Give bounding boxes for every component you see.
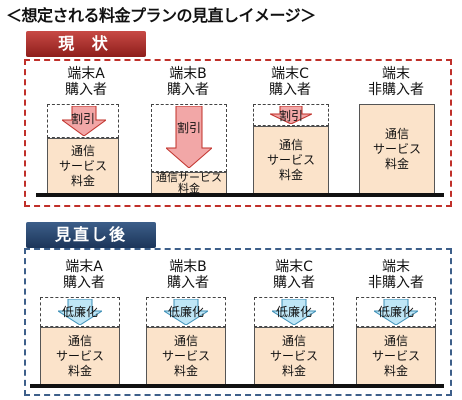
revised-col-b-reduction-arrow bbox=[164, 299, 208, 325]
current-col-a-discount-arrow bbox=[62, 106, 106, 136]
fee-line: 料金 bbox=[384, 156, 409, 171]
revised-col-b-label: 端末B 購入者 bbox=[138, 259, 238, 291]
current-section-frame bbox=[24, 59, 452, 207]
fee-line: 料金 bbox=[70, 173, 95, 188]
fee-line: サービス bbox=[58, 158, 107, 173]
fee-line: 料金 bbox=[67, 363, 92, 378]
revised-col-c-buyer: 購入者 bbox=[273, 275, 315, 291]
revised-col-d-reduction-arrow bbox=[374, 299, 418, 325]
revised-col-c-device: 端末C bbox=[275, 259, 313, 275]
revised-col-a-label: 端末A 購入者 bbox=[34, 259, 134, 291]
current-col-a-label: 端末A 購入者 bbox=[36, 66, 136, 98]
current-col-d-fee-box: 通信 サービス 料金 bbox=[359, 104, 435, 194]
current-col-c-buyer: 購入者 bbox=[269, 82, 311, 98]
current-col-a-buyer: 購入者 bbox=[65, 82, 107, 98]
current-col-c-fee-box: 通信 サービス 料金 bbox=[253, 126, 329, 194]
current-col-b-device: 端末B bbox=[169, 66, 207, 82]
revised-col-d-fee-box: 通信 サービス 料金 bbox=[356, 327, 436, 385]
revised-col-c-label: 端末C 購入者 bbox=[244, 259, 344, 291]
revised-col-b-buyer: 購入者 bbox=[167, 275, 209, 291]
current-col-d-label: 端末 非購入者 bbox=[346, 66, 446, 98]
fee-line: 料金 bbox=[178, 182, 200, 195]
revised-col-a-reduction-arrow bbox=[58, 299, 102, 325]
fee-line: 料金 bbox=[281, 363, 306, 378]
page-title: ＜想定される料金プランの見直しイメージ＞ bbox=[6, 6, 316, 25]
fee-line: 料金 bbox=[173, 363, 198, 378]
revised-col-d-device: 端末 bbox=[382, 259, 410, 275]
current-col-b-discount-arrow bbox=[166, 106, 212, 168]
fee-line: サービス bbox=[55, 348, 104, 363]
fee-line: 通信 bbox=[173, 333, 198, 348]
current-col-c-discount-label: 割引 bbox=[278, 109, 303, 123]
current-col-c-label: 端末C 購入者 bbox=[240, 66, 340, 98]
revised-col-a-device: 端末A bbox=[65, 259, 103, 275]
revised-col-c-fee-box: 通信 サービス 料金 bbox=[254, 327, 334, 385]
revised-col-c-reduction-label: 低廉化 bbox=[275, 305, 312, 319]
current-col-b-fee-box: 通信サービス 料金 bbox=[151, 172, 227, 194]
current-col-a-fee-box: 通信 サービス 料金 bbox=[47, 138, 119, 194]
fee-line: 料金 bbox=[383, 363, 408, 378]
fee-line: 料金 bbox=[278, 167, 303, 182]
current-col-d-nonbuyer: 非購入者 bbox=[368, 82, 424, 98]
revised-col-a-reduction-label: 低廉化 bbox=[61, 305, 98, 319]
fee-line: 通信 bbox=[278, 137, 303, 152]
current-col-a-discount-label: 割引 bbox=[70, 112, 95, 126]
fee-line: サービス bbox=[161, 348, 210, 363]
fee-line: 通信 bbox=[67, 333, 92, 348]
revised-col-b-reduction-label: 低廉化 bbox=[167, 305, 204, 319]
revised-col-a-fee-box: 通信 サービス 料金 bbox=[40, 327, 120, 385]
current-baseline bbox=[36, 193, 444, 197]
fee-line: 通信 bbox=[281, 333, 306, 348]
fee-line: 通信 bbox=[383, 333, 408, 348]
fee-line: サービス bbox=[372, 141, 421, 156]
revised-col-b-fee-box: 通信 サービス 料金 bbox=[146, 327, 226, 385]
current-col-c-device: 端末C bbox=[271, 66, 309, 82]
fee-line: サービス bbox=[269, 348, 318, 363]
fee-line: 通信 bbox=[70, 143, 95, 158]
revised-section-tag: 見直し後 bbox=[26, 222, 156, 248]
current-col-b-discount-label: 割引 bbox=[176, 121, 201, 135]
fee-line: サービス bbox=[266, 152, 315, 167]
current-col-b-label: 端末B 購入者 bbox=[138, 66, 238, 98]
current-col-c-discount-arrow bbox=[270, 106, 312, 124]
revised-col-d-reduction-label: 低廉化 bbox=[377, 305, 414, 319]
current-col-d-device: 端末 bbox=[382, 66, 410, 82]
current-section-tag: 現 状 bbox=[26, 31, 146, 57]
current-col-b-buyer: 購入者 bbox=[167, 82, 209, 98]
revised-section-frame bbox=[24, 248, 452, 396]
revised-col-d-nonbuyer: 非購入者 bbox=[368, 275, 424, 291]
revised-col-c-reduction-arrow bbox=[272, 299, 316, 325]
fee-line: 通信サービス bbox=[156, 171, 222, 184]
fee-line: 通信 bbox=[384, 126, 409, 141]
current-col-a-device: 端末A bbox=[67, 66, 105, 82]
revised-baseline bbox=[30, 384, 444, 388]
revised-col-d-label: 端末 非購入者 bbox=[346, 259, 446, 291]
revised-col-b-device: 端末B bbox=[169, 259, 207, 275]
fee-line: サービス bbox=[371, 348, 420, 363]
revised-col-a-buyer: 購入者 bbox=[63, 275, 105, 291]
